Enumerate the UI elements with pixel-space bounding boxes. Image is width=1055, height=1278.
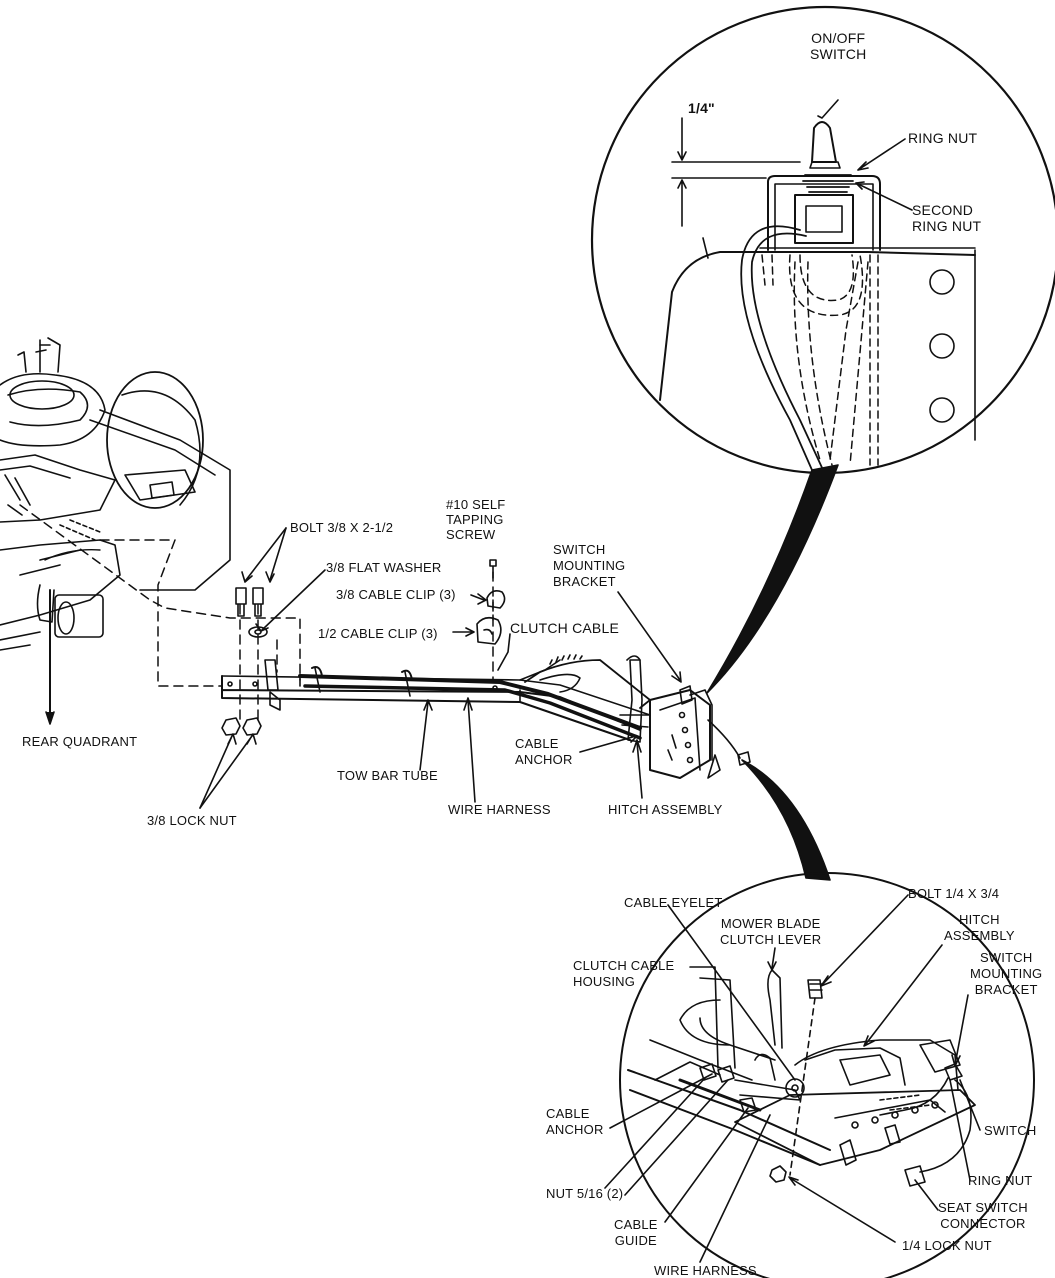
label-on-off-switch: ON/OFF SWITCH — [810, 30, 867, 62]
alignment-lines — [19, 504, 494, 721]
label-cable-clip-1-2: 1/2 CABLE CLIP (3) — [318, 626, 438, 641]
label-lock-nut-1-4: 1/4 LOCK NUT — [902, 1238, 992, 1253]
leader-on-off-switch — [817, 99, 839, 119]
label-clutch-cable-housing: CLUTCH CABLE HOUSING — [573, 958, 675, 989]
label-dimension-quarter-inch: 1/4" — [688, 100, 715, 116]
bracket-hole-2 — [929, 333, 955, 359]
label-clutch-cable: CLUTCH CABLE — [510, 620, 619, 636]
label-mower-blade-clutch-lever: MOWER BLADE CLUTCH LEVER — [720, 916, 822, 947]
label-wire-harness-detail: WIRE HARNESS — [654, 1263, 757, 1278]
leader-second-ring-nut — [855, 181, 913, 211]
label-cable-clip-3-8: 3/8 CABLE CLIP (3) — [336, 587, 456, 602]
label-switch-mounting-bracket-detail: SWITCH MOUNTING BRACKET — [970, 950, 1043, 997]
label-flat-washer: 3/8 FLAT WASHER — [326, 560, 442, 575]
label-seat-switch-connector: SEAT SWITCH CONNECTOR — [938, 1200, 1028, 1231]
tow-bar-assembly — [199, 527, 751, 809]
hitch-detail-circle — [619, 872, 1035, 1278]
switch-detail-view — [590, 5, 1055, 475]
label-ring-nut-detail: RING NUT — [968, 1173, 1033, 1188]
label-nut-5-16: NUT 5/16 (2) — [546, 1186, 624, 1201]
label-second-ring-nut: SECOND RING NUT — [912, 202, 982, 234]
label-cable-eyelet: CABLE EYELET — [624, 895, 723, 910]
label-self-tapping-screw: #10 SELF TAPPING SCREW — [446, 497, 506, 542]
leader-ring-nut-top — [857, 138, 906, 171]
label-cable-guide: CABLE GUIDE — [614, 1217, 658, 1248]
label-rear-quadrant: REAR QUADRANT — [22, 734, 138, 749]
lower-callout-pointer — [741, 759, 831, 881]
label-lock-nut-3-8: 3/8 LOCK NUT — [147, 813, 237, 828]
label-switch-mounting-bracket-main: SWITCH MOUNTING BRACKET — [553, 542, 626, 589]
label-bolt-1-4: BOLT 1/4 X 3/4 — [908, 886, 1000, 901]
label-switch: SWITCH — [984, 1123, 1037, 1138]
label-hitch-assembly-main: HITCH ASSEMBLY — [608, 802, 723, 817]
label-ring-nut-top: RING NUT — [908, 130, 978, 146]
bracket-hole-1 — [929, 269, 955, 295]
label-wire-harness-main: WIRE HARNESS — [448, 802, 551, 817]
label-bolt-3-8: BOLT 3/8 X 2-1/2 — [290, 520, 394, 535]
upper-callout-pointer — [706, 464, 839, 694]
switch-detail-circle — [590, 5, 1055, 475]
tractor-rear — [0, 337, 231, 725]
bracket-hole-3 — [929, 397, 955, 423]
label-cable-anchor-detail: CABLE ANCHOR — [546, 1106, 604, 1137]
label-hitch-assembly-detail: HITCH ASSEMBLY — [944, 912, 1015, 943]
label-cable-anchor-main: CABLE ANCHOR — [515, 736, 573, 767]
label-tow-bar-tube: TOW BAR TUBE — [337, 768, 438, 783]
hitch-detail-view — [604, 872, 1035, 1278]
